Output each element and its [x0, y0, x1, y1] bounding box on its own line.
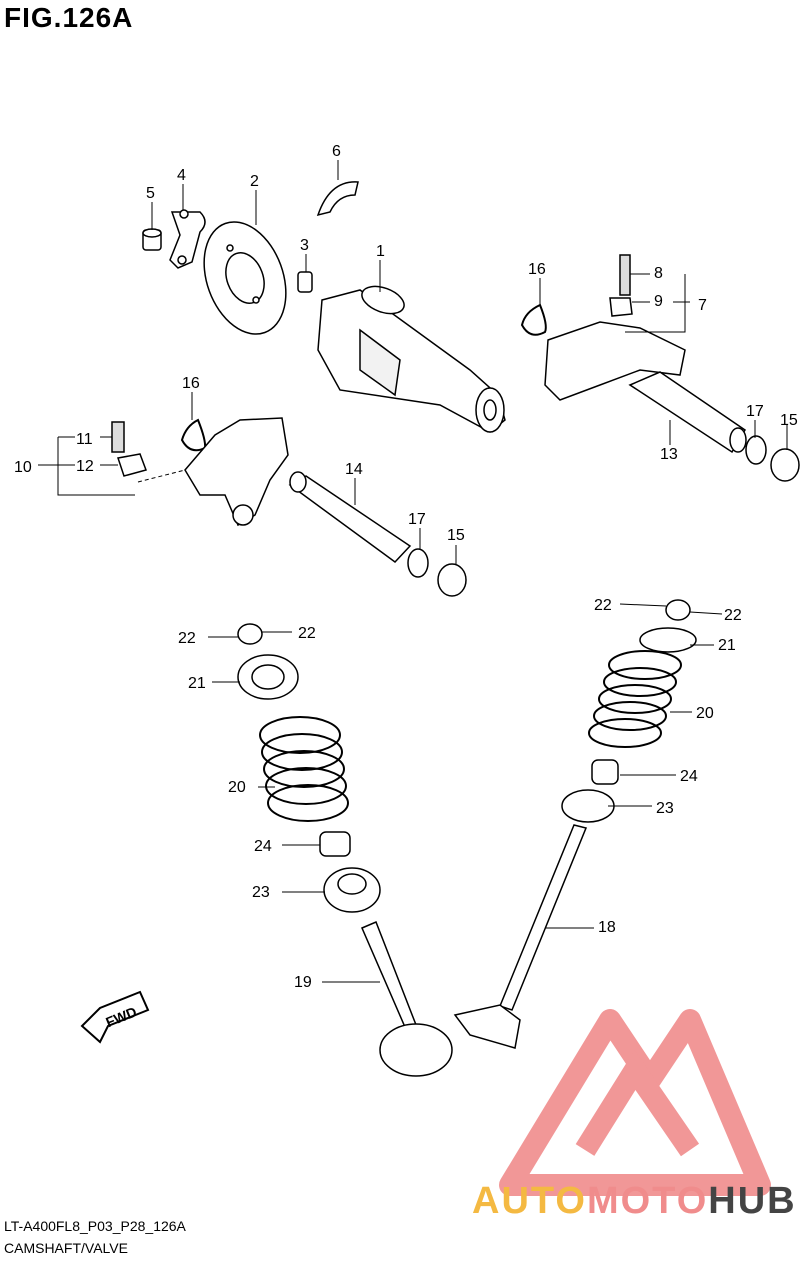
callout-3: 3: [300, 237, 309, 254]
callout-20: 20: [228, 779, 246, 796]
part-19-valve: [361, 921, 453, 1077]
part-21-retainer-left: [237, 654, 299, 700]
part-20-spring-right: [588, 650, 682, 748]
callout-21: 21: [718, 637, 736, 654]
callout-8: 8: [654, 265, 663, 282]
part-18-valve: [453, 824, 588, 1049]
callout-24: 24: [680, 768, 698, 785]
callout-15: 15: [780, 412, 798, 429]
callout-16: 16: [182, 375, 200, 392]
callout-9: 9: [654, 293, 663, 310]
callout-20: 20: [696, 705, 714, 722]
callout-5: 5: [146, 185, 155, 202]
part-22-cotter-right: [665, 599, 691, 621]
callout-10: 10: [14, 459, 32, 476]
callout-22: 22: [594, 597, 612, 614]
part-20-spring-left: [259, 716, 349, 822]
part-23-seat-left: [323, 867, 381, 913]
part-17-washer-right: [745, 435, 767, 465]
part-16-gasket-right: [520, 303, 547, 336]
callout-16: 16: [528, 261, 546, 278]
callout-1: 1: [376, 243, 385, 260]
part-23-seat-right: [561, 789, 615, 823]
part-22-cotter-left: [237, 623, 263, 645]
callout-11: 11: [76, 431, 93, 448]
part-12-nut: [117, 453, 147, 477]
part-15-cap-left: [437, 563, 467, 597]
callout-2: 2: [250, 173, 259, 190]
part-6-clip: [316, 181, 359, 217]
callout-13: 13: [660, 446, 678, 463]
part-14-rocker-shaft: [288, 471, 412, 563]
part-24-seal-right: [591, 759, 619, 785]
part-4-plate: [169, 209, 206, 269]
part-3-pin: [297, 271, 313, 293]
part-5-bolt: [142, 228, 162, 251]
part-21-retainer-right: [639, 627, 697, 653]
callout-23: 23: [252, 884, 270, 901]
watermark-logo-text: AUTOMOTOHUB: [472, 1180, 797, 1223]
part-17-washer-left: [407, 548, 429, 578]
callout-19: 19: [294, 974, 312, 991]
part-16-gasket-left: [180, 418, 207, 452]
part-15-cap-right: [770, 448, 800, 482]
figure-title: FIG.126A: [4, 2, 134, 33]
leader-lines: [38, 160, 788, 983]
callout-22: 22: [724, 607, 742, 624]
callout-12: 12: [76, 458, 94, 475]
drawing-caption: CAMSHAFT/VALVE: [4, 1240, 128, 1256]
callout-23: 23: [656, 800, 674, 817]
watermark-logo-mark: [499, 1009, 771, 1196]
callout-17: 17: [746, 403, 764, 420]
fwd-arrow: FWD: [80, 990, 150, 1044]
logo-part-auto: AUTO: [472, 1180, 587, 1222]
callout-18: 18: [598, 919, 616, 936]
part-11-screw: [111, 421, 125, 453]
callout-14: 14: [345, 461, 363, 478]
callout-6: 6: [332, 143, 341, 160]
part-7-rocker-arm: [544, 254, 686, 401]
callout-4: 4: [177, 167, 186, 184]
callout-15: 15: [447, 527, 465, 544]
part-1-camshaft: [317, 285, 506, 433]
part-2-sprocket: [203, 221, 287, 335]
callout-24: 24: [254, 838, 272, 855]
logo-part-hub: HUB: [708, 1180, 797, 1222]
part-10-rocker-arm: [184, 417, 289, 527]
callout-21: 21: [188, 675, 206, 692]
drawing-code: LT-A400FL8_P03_P28_126A: [4, 1218, 186, 1234]
callout-22: 22: [298, 625, 316, 642]
callout-22: 22: [178, 630, 196, 647]
callout-7: 7: [698, 297, 707, 314]
callout-17: 17: [408, 511, 426, 528]
logo-part-moto: MOTO: [586, 1180, 709, 1222]
part-13-rocker-shaft: [628, 371, 747, 454]
part-24-seal-left: [319, 831, 351, 857]
callout-labels: 1234567891011121314151516161717181920202…: [14, 143, 798, 991]
